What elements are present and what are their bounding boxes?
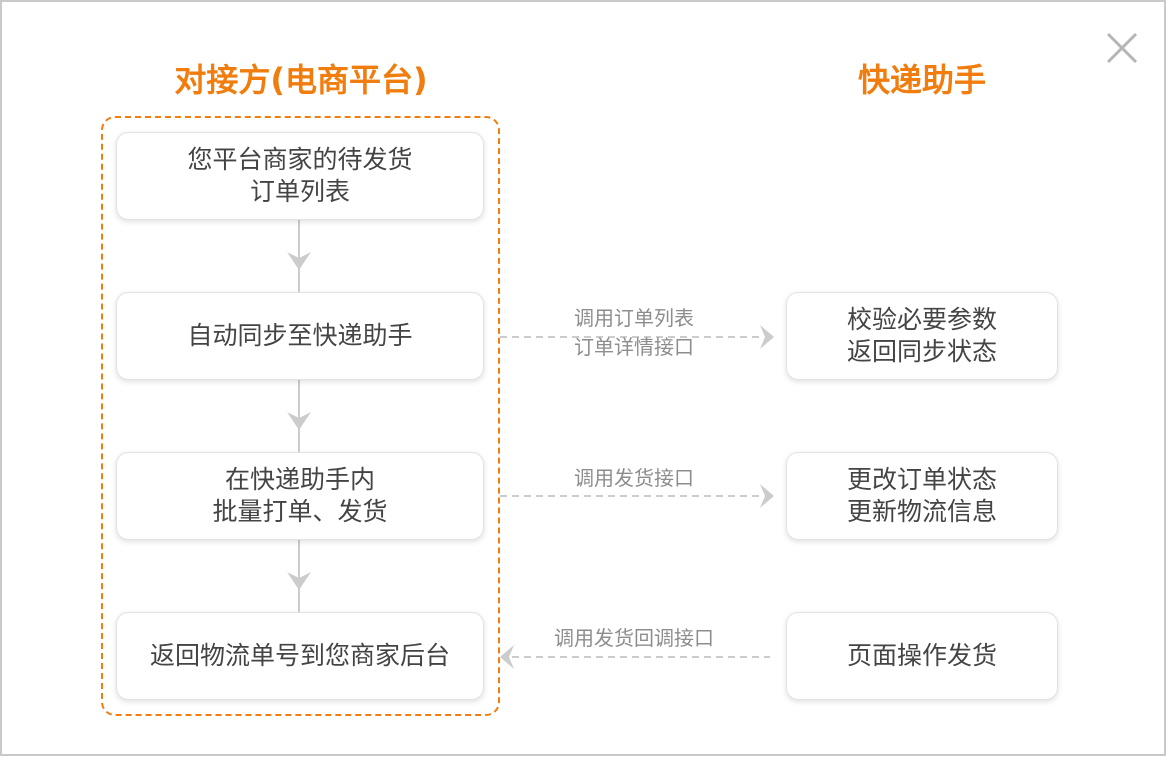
right-arrow-ship bbox=[500, 484, 774, 508]
right-column-title: 快递助手 bbox=[857, 61, 986, 99]
down-arrow-1 bbox=[287, 220, 311, 292]
platform-group-border bbox=[101, 116, 500, 716]
step-label: 返回物流单号到您商家后台 bbox=[149, 641, 450, 670]
down-arrow-3 bbox=[287, 540, 311, 612]
step-return-tracking: 返回物流单号到您商家后台 bbox=[116, 612, 484, 700]
right-arrow-sync bbox=[500, 325, 774, 349]
edge-label-ship-api: 调用发货接口 bbox=[574, 466, 694, 490]
step-label: 自动同步至快递助手 bbox=[187, 321, 413, 350]
step-label: 更改订单状态 更新物流信息 bbox=[846, 465, 997, 526]
step-label: 校验必要参数 返回同步状态 bbox=[846, 305, 997, 366]
close-icon[interactable] bbox=[1104, 30, 1140, 66]
step-page-ship: 页面操作发货 bbox=[786, 612, 1058, 700]
down-arrow-2 bbox=[287, 380, 311, 452]
left-arrow-callback bbox=[500, 645, 770, 669]
step-validate-params: 校验必要参数 返回同步状态 bbox=[786, 292, 1058, 380]
step-label: 页面操作发货 bbox=[846, 641, 997, 670]
step-pending-order-list: 您平台商家的待发货 订单列表 bbox=[116, 132, 484, 220]
edge-label-callback-api: 调用发货回调接口 bbox=[554, 626, 714, 650]
step-update-status: 更改订单状态 更新物流信息 bbox=[786, 452, 1058, 540]
step-batch-print-ship: 在快递助手内 批量打单、发货 bbox=[116, 452, 484, 540]
step-label: 在快递助手内 批量打单、发货 bbox=[212, 465, 388, 526]
step-label: 您平台商家的待发货 订单列表 bbox=[187, 145, 413, 206]
step-auto-sync: 自动同步至快递助手 bbox=[116, 292, 484, 380]
left-column-title: 对接方(电商平台) bbox=[174, 61, 428, 99]
edge-label-order-api: 调用订单列表 订单详情接口 bbox=[574, 306, 694, 359]
